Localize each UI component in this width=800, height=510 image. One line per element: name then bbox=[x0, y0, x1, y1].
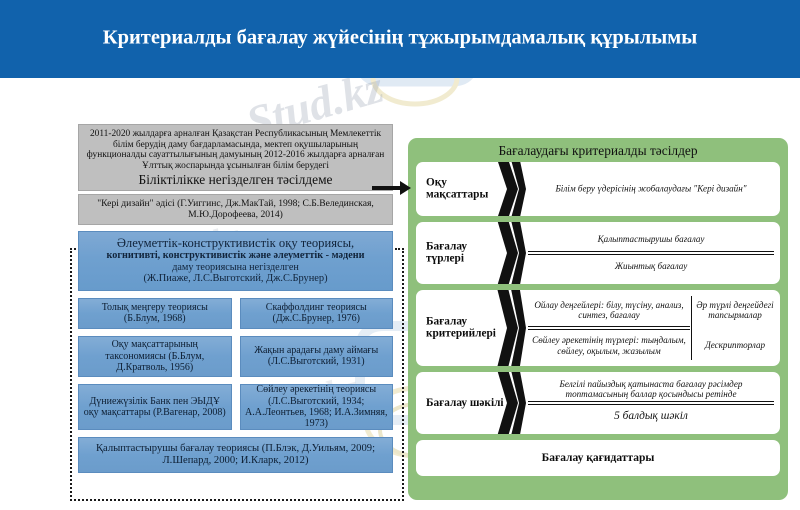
double-chevron-icon bbox=[498, 162, 526, 216]
theory-group-frame bbox=[70, 248, 404, 501]
criteria-approaches-panel: Бағалаудағы критериалды тәсілдер Оқу мақ… bbox=[408, 138, 788, 500]
criteria-speech-types: Сөйлеу әрекетінің түрлері: тыңдалым, сөй… bbox=[532, 334, 686, 356]
criteria-side-divider bbox=[691, 296, 692, 360]
theory-item-speech-activity: Сөйлеу әрекетінің теориясы (Л.С.Выготски… bbox=[239, 383, 393, 430]
row-side-assessment-criteria: Әр түрлі деңгейдегі тапсырмалар Дескрипт… bbox=[692, 290, 778, 366]
theory-item-mastery-learning: Толық меңгеру теориясы (Б.Блум, 1968) bbox=[78, 297, 232, 329]
row-content-assessment-criteria: Ойлау деңгейлері: білу, түсіну, анализ, … bbox=[528, 290, 690, 366]
row-assessment-criteria: Бағалау критерийлері Ойлау деңгейлері: б… bbox=[416, 290, 780, 366]
left-column: 2011-2020 жылдарға арналған Қазақстан Ре… bbox=[78, 124, 393, 473]
row-content-assessment-types: Қалыптастырушы бағалау Жиынтық бағалау bbox=[528, 222, 774, 284]
assessment-type-summative: Жиынтық бағалау bbox=[614, 261, 688, 272]
policy-box: 2011-2020 жылдарға арналған Қазақстан Ре… bbox=[78, 124, 393, 191]
theory-item-worldbank-oecd: Дүниежүзілік Банк пен ЭЫДҰ оқу мақсаттар… bbox=[78, 383, 232, 430]
row-label-learning-objectives: Оқу мақсаттары bbox=[426, 176, 489, 201]
theory-line-2: когнитивті, конструктивистік және әлеуме… bbox=[106, 250, 365, 262]
theory-line-3: даму теориясына негізделген bbox=[172, 261, 299, 273]
row-assessment-types: Бағалау түрлері Қалыптастырушы бағалау Ж… bbox=[416, 222, 780, 284]
criteria-leveled-tasks: Әр түрлі деңгейдегі тапсырмалар bbox=[696, 299, 774, 321]
theory-item-zpd: Жақын арадағы даму аймағы (Л.С.Выготский… bbox=[239, 335, 393, 377]
theory-row-2: Оқу мақсаттарының таксономиясы (Б.Блум, … bbox=[78, 335, 393, 377]
theory-row-1: Толық меңгеру теориясы (Б.Блум, 1968) Ск… bbox=[78, 297, 393, 329]
double-chevron-icon bbox=[497, 372, 526, 434]
theory-item-blooms-taxonomy: Оқу мақсаттарының таксономиясы (Б.Блум, … bbox=[78, 335, 232, 377]
scale-percentage-text: Белгілі пайыздық қатынаста бағалау рәсім… bbox=[559, 378, 743, 400]
connector-arrow-icon bbox=[372, 181, 414, 195]
criteria-descriptors: Дескрипторлар bbox=[704, 340, 766, 351]
row-learning-objectives: Оқу мақсаттары Білім беру үдерісінің жоб… bbox=[416, 162, 780, 216]
double-chevron-icon bbox=[497, 222, 526, 284]
row-divider bbox=[528, 251, 774, 255]
theory-line-4: (Ж.Пиаже, Л.С.Выготский, Дж.С.Брунер) bbox=[143, 273, 328, 285]
row-label-assessment-criteria: Бағалау критерийлері bbox=[426, 315, 496, 340]
row-label-assessment-types: Бағалау түрлері bbox=[426, 240, 468, 265]
row-label-assessment-scale: Бағалау шәкілі bbox=[426, 396, 504, 409]
social-constructivist-theory-box: Әлеуметтік-конструктивистік оқу теориясы… bbox=[78, 231, 393, 291]
criteria-thinking-levels: Ойлау деңгейлері: білу, түсіну, анализ, … bbox=[534, 299, 684, 321]
learning-objectives-text: Білім беру үдерісінің жобалаудағы "Кері … bbox=[555, 183, 747, 194]
theory-group-frame-stub-left bbox=[70, 248, 80, 252]
row-content-assessment-scale: Белгілі пайыздық қатынаста бағалау рәсім… bbox=[528, 372, 774, 434]
scale-five-point: 5 балдық шәкіл bbox=[614, 410, 688, 423]
theory-row-3: Дүниежүзілік Банк пен ЭЫДҰ оқу мақсаттар… bbox=[78, 383, 393, 430]
row-assessment-scale: Бағалау шәкілі Белгілі пайыздық қатынаст… bbox=[416, 372, 780, 434]
row-content-learning-objectives: Білім беру үдерісінің жобалаудағы "Кері … bbox=[528, 162, 774, 216]
policy-box-highlight: Біліктілікке негізделген тәсілдеме bbox=[138, 172, 333, 188]
policy-box-body: 2011-2020 жылдарға арналған Қазақстан Ре… bbox=[86, 129, 385, 171]
formative-assessment-theory-box: Қалыптастырушы бағалау теориясы (П.Блэк,… bbox=[78, 436, 393, 473]
assessment-principles-label: Бағалау қағидаттары bbox=[541, 452, 655, 464]
assessment-type-formative: Қалыптастырушы бағалау bbox=[597, 233, 705, 244]
row-assessment-principles: Бағалау қағидаттары bbox=[416, 440, 780, 476]
row-divider bbox=[528, 401, 774, 405]
backward-design-box: "Кері дизайн" әдісі (Г.Уиггинс, Дж.МакТа… bbox=[78, 193, 393, 226]
page-title: Критериалды бағалау жүйесінің тұжырымдам… bbox=[102, 26, 698, 49]
theory-line-1: Әлеуметтік-конструктивистік оқу теориясы… bbox=[116, 236, 355, 251]
row-divider bbox=[528, 326, 690, 330]
title-banner: Критериалды бағалау жүйесінің тұжырымдам… bbox=[0, 0, 800, 78]
theory-item-scaffolding: Скаффолдинг теориясы (Дж.С.Брунер, 1976) bbox=[239, 297, 393, 329]
panel-title: Бағалаудағы критериалды тәсілдер bbox=[498, 143, 698, 158]
double-chevron-icon bbox=[497, 290, 526, 366]
